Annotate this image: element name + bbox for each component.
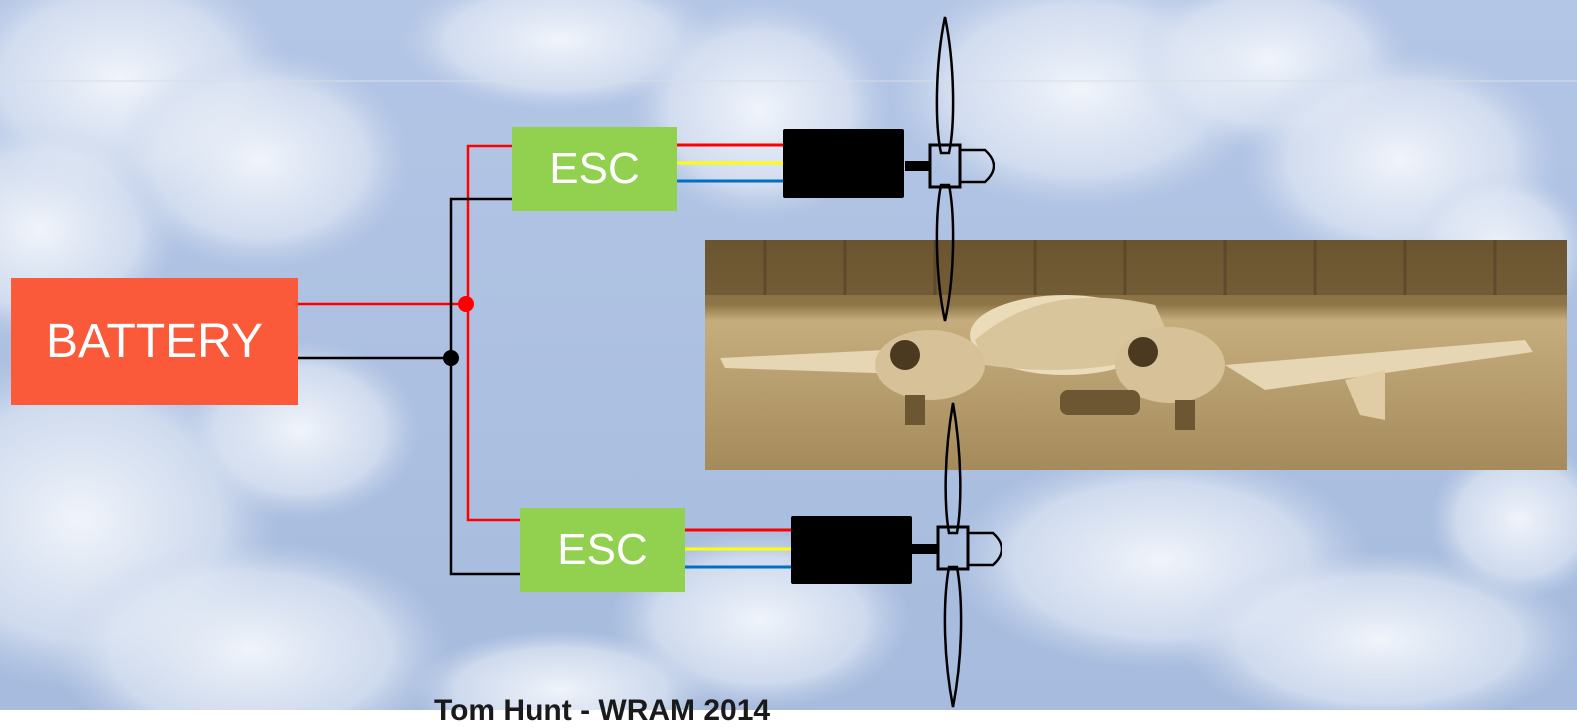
esc-top-box: ESC — [512, 127, 677, 211]
negative-bus-wire — [449, 197, 520, 576]
esc-bottom-box: ESC — [520, 508, 685, 592]
footer-credit: Tom Hunt - WRAM 2014 — [434, 694, 771, 727]
esc-bottom-label: ESC — [557, 525, 648, 574]
motor-top — [783, 129, 904, 198]
plane-silhouette — [720, 295, 1533, 430]
negative-junction-dot — [443, 350, 459, 366]
propeller-icon — [905, 16, 995, 322]
battery-box: BATTERY — [11, 278, 298, 405]
motor-bottom — [791, 516, 912, 584]
wiring-diagram — [298, 143, 793, 576]
esc-top-label: ESC — [549, 144, 640, 193]
positive-junction-dot — [458, 296, 474, 312]
propeller-icon — [912, 402, 1002, 708]
positive-bus-wire — [466, 144, 520, 522]
twin-engine-plane-photo — [705, 240, 1567, 470]
battery-label: BATTERY — [46, 315, 263, 368]
